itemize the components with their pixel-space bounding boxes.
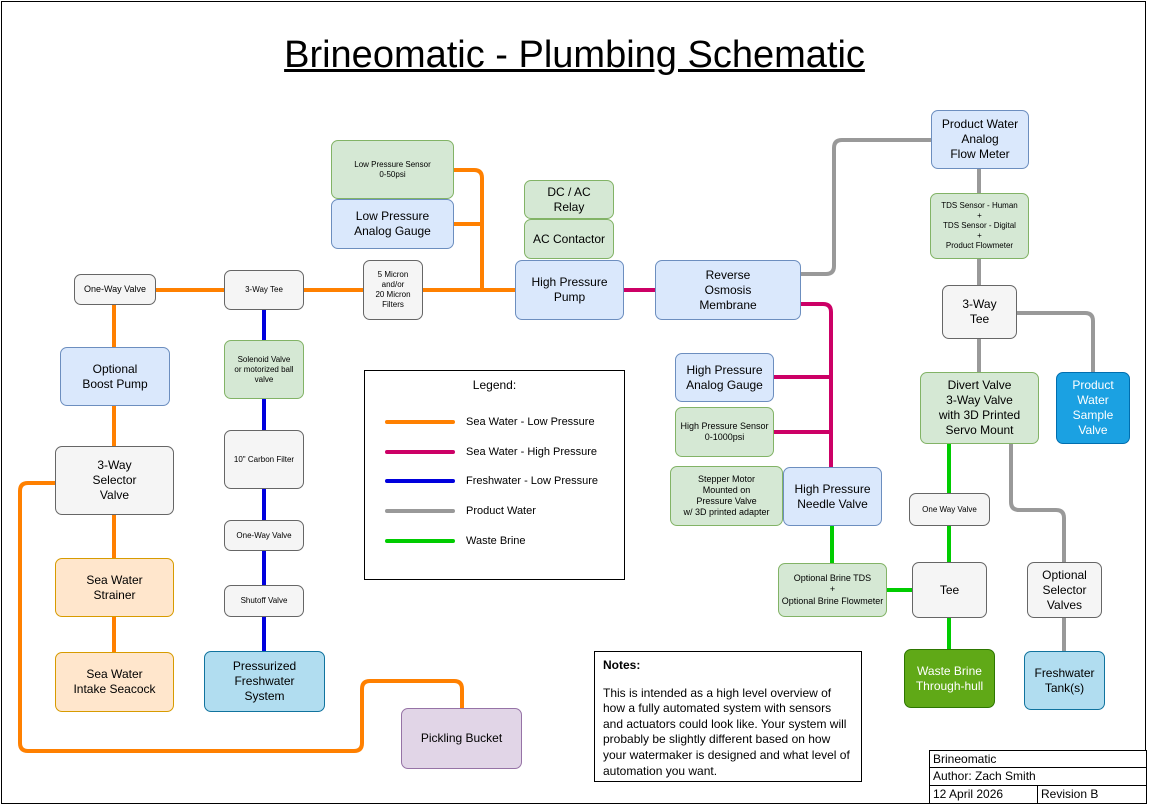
one-way-valve-left: One-Way Valve (74, 274, 156, 305)
one-way-valve-brine: One Way Valve (909, 493, 990, 526)
pipe-sea-high (801, 302, 833, 467)
shutoff-valve: Shutoff Valve (224, 585, 304, 617)
low-pressure-sensor: Low Pressure Sensor 0-50psi (331, 140, 454, 199)
tds-sensors: TDS Sensor - Human + TDS Sensor - Digita… (930, 193, 1029, 259)
high-pressure-pump: High Pressure Pump (515, 260, 624, 320)
legend-item-sea-low: Sea Water - Low Pressure (385, 415, 595, 429)
sea-water-strainer: Sea Water Strainer (55, 558, 174, 617)
product-flow-meter: Product Water Analog Flow Meter (931, 110, 1029, 169)
legend-label: Sea Water - High Pressure (466, 446, 598, 458)
tee-brine: Tee (912, 562, 987, 618)
optional-boost-pump: Optional Boost Pump (60, 347, 170, 406)
title-block: Brineomatic Author: Zach Smith 12 April … (929, 750, 1147, 804)
tee-3way: 3-Way Tee (224, 270, 304, 310)
product-sample-valve: Product Water Sample Valve (1056, 372, 1130, 444)
stepper-motor: Stepper Motor Mounted on Pressure Valve … (670, 466, 783, 526)
waste-brine-through-hull: Waste Brine Through-hull (904, 649, 995, 708)
pipe-sea-low (454, 168, 484, 290)
legend-item-fresh-low: Freshwater - Low Pressure (385, 474, 598, 488)
legend-swatch (385, 420, 455, 424)
legend-swatch (385, 450, 455, 454)
low-pressure-gauge: Low Pressure Analog Gauge (331, 199, 454, 249)
legend-item-product: Product Water (385, 504, 536, 518)
legend-swatch (385, 509, 455, 513)
pipe-product (801, 138, 931, 276)
carbon-filter: 10" Carbon Filter (224, 430, 304, 489)
ro-membrane: Reverse Osmosis Membrane (655, 260, 801, 320)
selector-valve-3way: 3-Way Selector Valve (55, 446, 174, 515)
dc-ac-relay: DC / AC Relay (524, 180, 614, 219)
title-block-project: Brineomatic (929, 750, 1147, 768)
title-block-date: 12 April 2026 (929, 785, 1038, 804)
tee-3way-product: 3-Way Tee (942, 285, 1017, 339)
legend-label: Product Water (466, 505, 536, 517)
legend-label: Waste Brine (466, 535, 526, 547)
pressurized-freshwater-system: Pressurized Freshwater System (204, 651, 325, 712)
notes-body: This is intended as a high level overvie… (603, 685, 850, 778)
sea-water-intake-seacock: Sea Water Intake Seacock (55, 652, 174, 712)
legend-label: Sea Water - Low Pressure (466, 416, 595, 428)
ac-contactor: AC Contactor (524, 219, 614, 259)
freshwater-tanks: Freshwater Tank(s) (1024, 651, 1105, 710)
legend-item-waste: Waste Brine (385, 534, 526, 548)
optional-selector-valves: Optional Selector Valves (1027, 562, 1102, 618)
solenoid-valve: Solenoid Valve or motorized ball valve (224, 340, 304, 399)
legend-title: Legend: (472, 378, 517, 392)
pipe-product (1017, 311, 1095, 372)
title-block-revision: Revision B (1037, 785, 1147, 804)
legend-swatch (385, 539, 455, 543)
title-block-author: Author: Zach Smith (929, 767, 1147, 786)
pipe-sea-low (18, 481, 464, 753)
one-way-valve-fresh: One-Way Valve (224, 520, 304, 551)
legend-item-sea-high: Sea Water - High Pressure (385, 445, 597, 459)
legend-label: Freshwater - Low Pressure (466, 475, 599, 487)
notes-box: Notes: This is intended as a high level … (594, 651, 862, 782)
notes-heading: Notes: (603, 658, 641, 672)
pipe-product (1009, 444, 1066, 562)
legend-swatch (385, 479, 455, 483)
high-pressure-gauge: High Pressure Analog Gauge (675, 353, 774, 402)
legend: Legend: Sea Water - Low Pressure Sea Wat… (364, 370, 625, 580)
micron-filters: 5 Micron and/or 20 Micron Filters (363, 260, 423, 320)
diagram-title: Brineomatic - Plumbing Schematic (284, 34, 865, 76)
needle-valve: High Pressure Needle Valve (783, 467, 882, 526)
brine-tds-flowmeter: Optional Brine TDS + Optional Brine Flow… (778, 563, 887, 617)
divert-valve: Divert Valve 3-Way Valve with 3D Printed… (920, 372, 1039, 444)
pickling-bucket: Pickling Bucket (401, 708, 522, 769)
high-pressure-sensor: High Pressure Sensor 0-1000psi (675, 407, 774, 457)
